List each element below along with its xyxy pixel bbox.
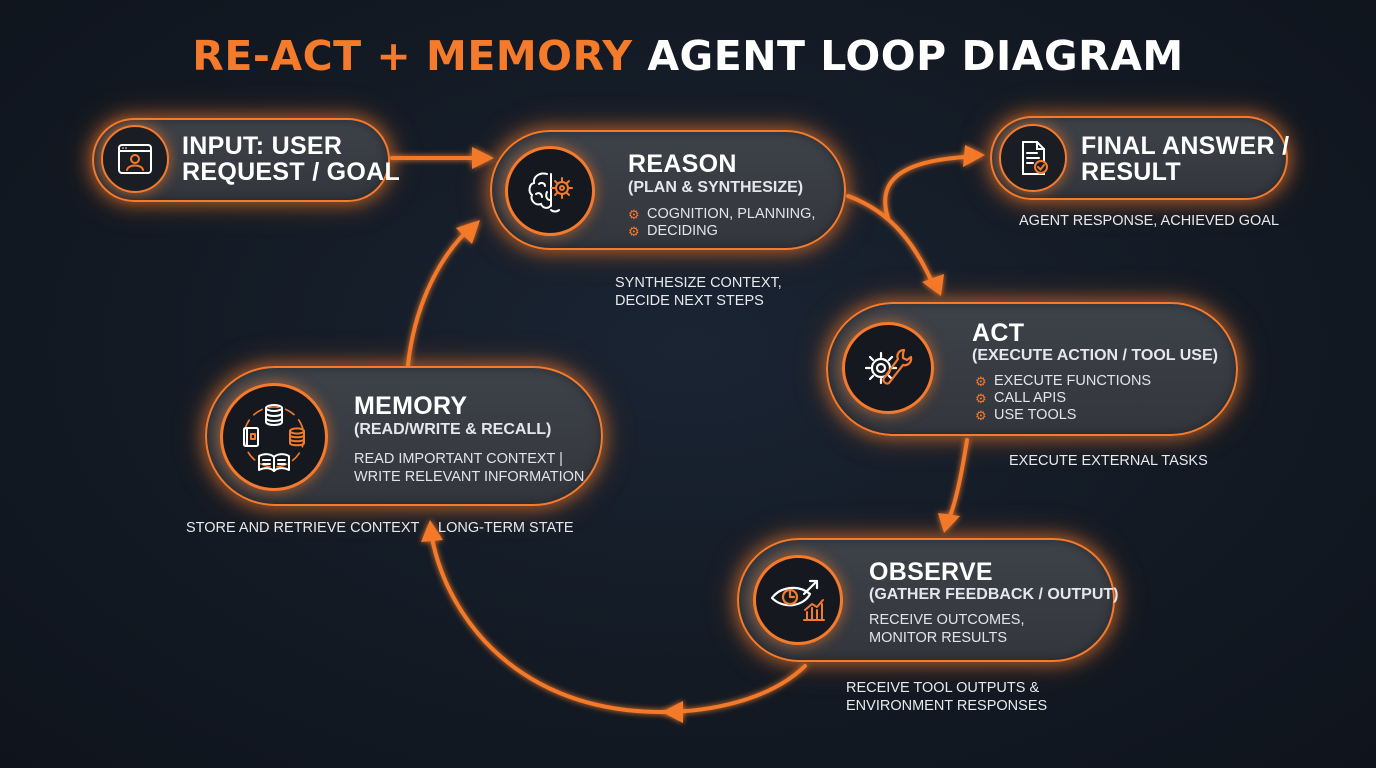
input-title-line1: INPUT: USER <box>182 132 343 160</box>
gear-wrench-icon <box>842 322 934 414</box>
diagram-title: RE-ACT + MEMORY AGENT LOOP DIAGRAM <box>0 32 1376 80</box>
gear-bullet-icon: ⚙ <box>975 391 987 406</box>
arrowhead-act <box>922 274 944 296</box>
act-bullets: ⚙EXECUTE FUNCTIONS ⚙CALL APIS ⚙USE TOOLS <box>975 373 1151 424</box>
act-caption: EXECUTE EXTERNAL TASKS <box>1009 453 1208 469</box>
database-book-icon <box>220 383 328 491</box>
gear-bullet-icon: ⚙ <box>628 224 640 239</box>
gear-bullet-icon: ⚙ <box>975 408 987 423</box>
final-title-line1: FINAL ANSWER / <box>1081 132 1290 160</box>
arrowhead-reason <box>472 147 494 169</box>
observe-subtitle: (GATHER FEEDBACK / OUTPUT) <box>869 586 1119 603</box>
memory-caption-right: LONG-TERM STATE <box>438 520 574 536</box>
act-subtitle: (EXECUTE ACTION / TOOL USE) <box>972 347 1218 364</box>
title-rest: AGENT LOOP DIAGRAM <box>647 32 1184 80</box>
eye-chart-icon <box>753 555 843 645</box>
gear-bullet-icon: ⚙ <box>975 374 987 389</box>
memory-text-line1: READ IMPORTANT CONTEXT | <box>354 451 563 467</box>
document-check-icon <box>999 124 1067 192</box>
act-bullet: ⚙EXECUTE FUNCTIONS <box>975 373 1152 389</box>
final-caption: AGENT RESPONSE, ACHIEVED GOAL <box>1019 213 1280 229</box>
arrow-memory-to-reason <box>406 230 468 367</box>
reason-title: REASON <box>628 150 737 178</box>
arrow-reason-to-act <box>846 194 934 284</box>
arrowhead-reason-up <box>456 220 480 244</box>
reason-bullet: ⚙COGNITION, PLANNING, <box>628 206 816 222</box>
arrow-act-to-observe <box>948 438 969 518</box>
arrow-reason-to-final <box>883 155 967 220</box>
observe-text-line1: RECEIVE OUTCOMES, <box>869 612 1025 628</box>
reason-subtitle: (PLAN & SYNTHESIZE) <box>628 179 804 196</box>
memory-title: MEMORY <box>354 392 468 420</box>
observe-caption-line2: ENVIRONMENT RESPONSES <box>846 698 1048 714</box>
arrowhead-memory-in <box>662 701 683 723</box>
memory-caption-left: STORE AND RETRIEVE CONTEXT <box>186 520 420 536</box>
memory-subtitle: (READ/WRITE & RECALL) <box>354 421 552 438</box>
final-title-line2: RESULT <box>1081 158 1181 186</box>
arrowhead-final <box>963 145 985 167</box>
gear-bullet-icon: ⚙ <box>628 207 640 222</box>
reason-caption-line1: SYNTHESIZE CONTEXT, <box>615 275 782 291</box>
act-bullet: ⚙CALL APIS <box>975 390 1067 406</box>
title-accent: RE-ACT + MEMORY <box>192 32 633 80</box>
memory-text-line2: WRITE RELEVANT INFORMATION <box>354 469 585 485</box>
input-title-line2: REQUEST / GOAL <box>182 158 401 186</box>
observe-text-line2: MONITOR RESULTS <box>869 630 1008 646</box>
reason-bullet: ⚙DECIDING <box>628 223 718 239</box>
reason-bullets: ⚙COGNITION, PLANNING, ⚙DECIDING <box>628 206 815 240</box>
user-window-icon <box>101 125 169 193</box>
act-bullet: ⚙USE TOOLS <box>975 407 1077 423</box>
brain-gear-icon <box>505 146 595 236</box>
arrowhead-observe <box>938 513 960 533</box>
reason-caption-line2: DECIDE NEXT STEPS <box>615 293 764 309</box>
act-title: ACT <box>972 319 1025 347</box>
observe-caption-line1: RECEIVE TOOL OUTPUTS & <box>846 680 1040 696</box>
observe-title: OBSERVE <box>869 558 993 586</box>
